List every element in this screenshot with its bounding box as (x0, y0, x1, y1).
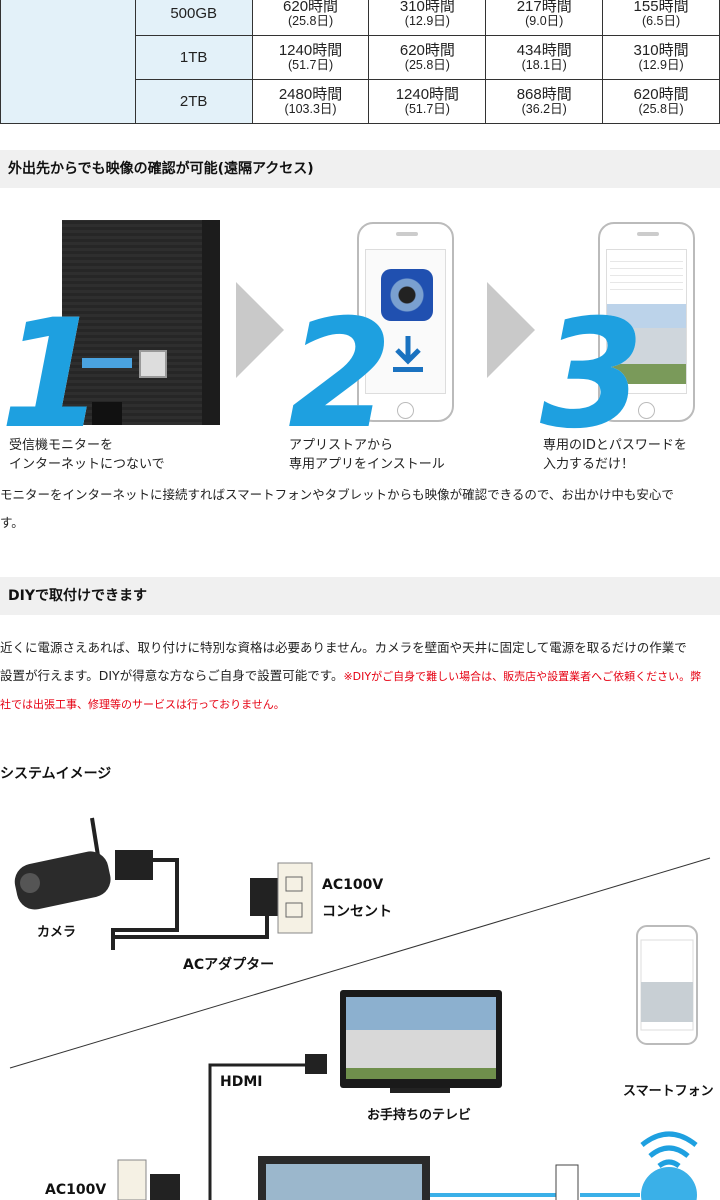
step-arrow-2 (487, 282, 535, 378)
duration-cell: 155時間(6.5日) (602, 0, 720, 36)
phone-app-store-image (357, 222, 454, 422)
tv-label: お手持ちのテレビ (367, 1108, 472, 1123)
smartphone-label: スマートフォン (623, 1084, 714, 1099)
diy-heading: DIYで取付けできます (0, 577, 720, 615)
duration-cell: 620時間(25.8日) (602, 79, 720, 124)
ac100v-label-2: AC100V (45, 1182, 107, 1198)
remote-access-heading: 外出先からでも映像の確認が可能(遠隔アクセス) (0, 150, 720, 188)
step-3-label: 専用のIDとパスワードを入力するだけ！ (543, 438, 687, 472)
internet-globe-icon (641, 1167, 697, 1200)
recording-time-table: 500GB 620時間(25.8日) 310時間(12.9日) 217時間(9.… (0, 0, 720, 124)
download-icon (391, 334, 425, 374)
step-2-label: アプリストアから専用アプリをインストール (289, 438, 445, 472)
phone-live-view-image (598, 222, 695, 422)
step-arrow-1 (236, 282, 284, 378)
duration-cell: 217時間(9.0日) (485, 0, 604, 36)
monitor-lan-image (62, 220, 220, 425)
system-heading: システムイメージ (0, 766, 112, 782)
duration-cell: 1240時間(51.7日) (251, 35, 370, 80)
capacity-cell: 2TB (134, 79, 253, 124)
table-row: 500GB 620時間(25.8日) 310時間(12.9日) 217時間(9.… (0, 0, 720, 124)
adapter-label: ACアダプター (183, 957, 275, 973)
hdmi-label: HDMI (220, 1074, 263, 1090)
router-icon (555, 1164, 579, 1200)
system-diagram (9, 817, 711, 1200)
table-corner-cell (0, 0, 136, 124)
duration-cell: 620時間(25.8日) (251, 0, 370, 36)
outlet-icon-2 (117, 1159, 147, 1200)
app-icon (381, 269, 433, 321)
step-number-2: 2 (288, 288, 393, 462)
hdmi-plug-icon (305, 1054, 327, 1074)
camera-icon (14, 817, 269, 950)
duration-cell: 620時間(25.8日) (368, 35, 487, 80)
table-row: 2TB 2480時間(103.3日) 1240時間(51.7日) 868時間(3… (1, 79, 720, 124)
capacity-cell: 1TB (134, 35, 253, 80)
duration-cell: 434時間(18.1日) (485, 35, 604, 80)
duration-cell: 1240時間(51.7日) (368, 79, 487, 124)
ac100v-label-1: AC100V (322, 877, 384, 893)
duration-cell: 310時間(12.9日) (602, 35, 720, 80)
capacity-cell: 500GB (134, 0, 253, 36)
remote-description: モニターをインターネットに接続すればスマートフォンやタブレットからも映像が確認で… (0, 487, 674, 530)
outlet-icon (277, 862, 313, 934)
step-number-1: 1 (0, 288, 105, 462)
duration-cell: 868時間(36.2日) (485, 79, 604, 124)
wifi-icon (640, 1131, 698, 1147)
table-row: 1TB 1240時間(51.7日) 620時間(25.8日) 434時間(18.… (1, 35, 720, 80)
adapter-icon (250, 878, 280, 916)
duration-cell: 310時間(12.9日) (368, 0, 487, 36)
camera-label: カメラ (37, 925, 77, 940)
step-1-label: 受信機モニターをインターネットにつないで (9, 438, 165, 472)
step-number-3: 3 (540, 288, 645, 462)
duration-cell: 2480時間(103.3日) (251, 79, 370, 124)
outlet-label: コンセント (322, 904, 392, 920)
diy-description: 近くに電源さえあれば、取り付けに特別な資格は必要ありません。カメラを壁面や天井に… (0, 640, 702, 711)
